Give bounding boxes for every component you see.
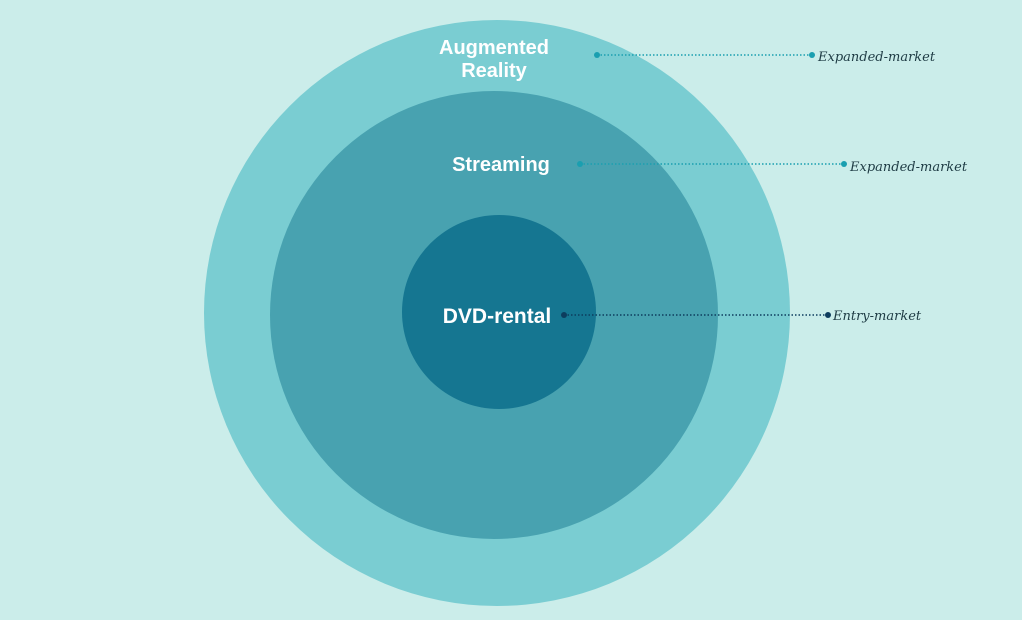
ring-label-augmented-line2: Reality (461, 60, 527, 82)
market-label-streaming: Expanded-market (849, 160, 968, 175)
ring-label-augmented-line1: Augmented (439, 37, 549, 59)
connector-streaming (577, 161, 847, 167)
ring-label-streaming: Streaming (452, 154, 550, 176)
connector-dvd-rental (561, 312, 831, 318)
connector-augmented (594, 52, 815, 58)
ring-label-dvd-rental: DVD-rental (443, 305, 552, 328)
market-label-augmented: Expanded-market (817, 50, 936, 65)
inner-ring-dvd-rental (402, 215, 596, 409)
market-label-dvd-rental: Entry-market (832, 309, 922, 324)
